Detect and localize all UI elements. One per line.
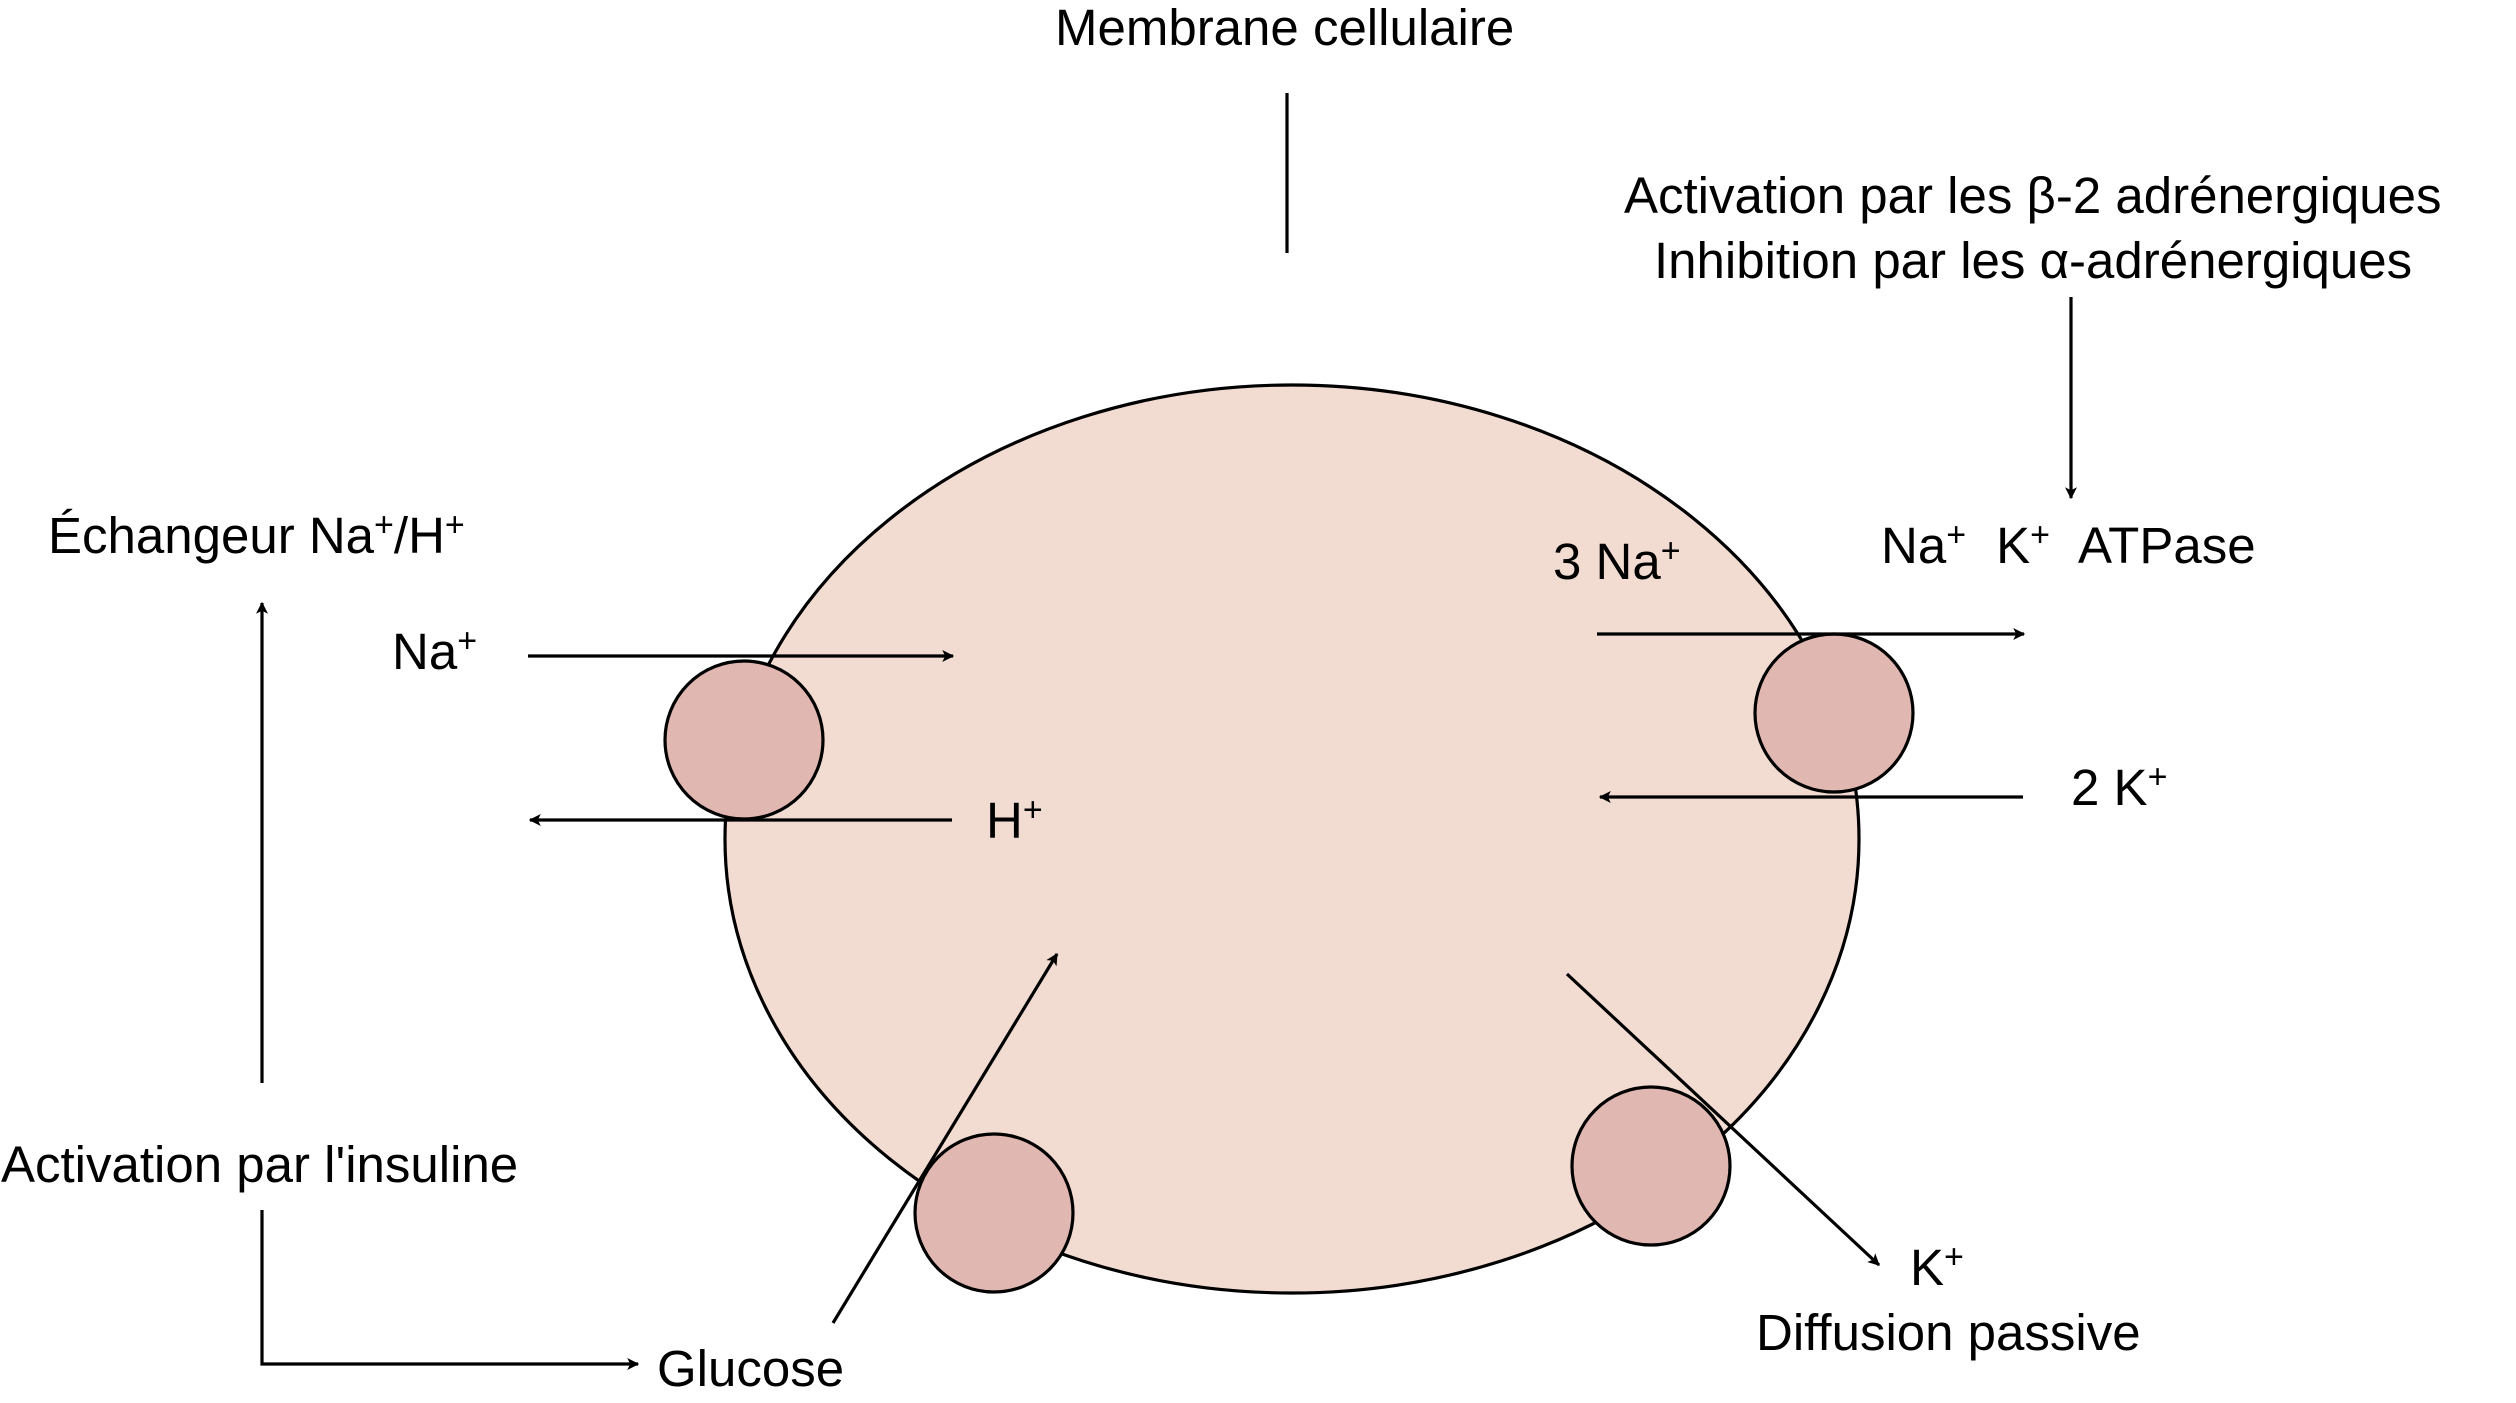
alpha-inhibition-label: Inhibition par les α-adrénergiques [1654, 232, 2412, 289]
glucose-transporter [913, 1132, 1075, 1294]
k-out-label: K+ [1910, 1238, 1964, 1296]
na-left-label: Na+ [392, 622, 477, 680]
k-passive-channel [1570, 1085, 1732, 1247]
exchanger-label: Échangeur Na+/H+ [48, 506, 465, 564]
glucose-inflow-arrow [831, 952, 1059, 1324]
diffusion-label: Diffusion passive [1756, 1304, 2141, 1361]
insulin-to-glucose-arrow [260, 1210, 640, 1370]
exchanger-transporter [663, 659, 825, 821]
atpase-pump-transporter [1753, 632, 1915, 794]
three-na-label: 3 Na+ [1553, 532, 1681, 590]
atpase-label: Na+K+ATPase [1881, 516, 2256, 574]
cell-body [723, 383, 1861, 1295]
glucose-label: Glucose [657, 1340, 844, 1397]
beta-activation-label: Activation par les β-2 adrénergiques [1624, 167, 2441, 224]
h-inside-label: H+ [986, 791, 1043, 849]
two-k-label: 2 K+ [2071, 758, 2167, 816]
insulin-label: Activation par l'insuline [1, 1136, 518, 1193]
membrane-label: Membrane cellulaire [1055, 0, 1514, 56]
k-passive-outflow-arrow [1565, 972, 1881, 1267]
